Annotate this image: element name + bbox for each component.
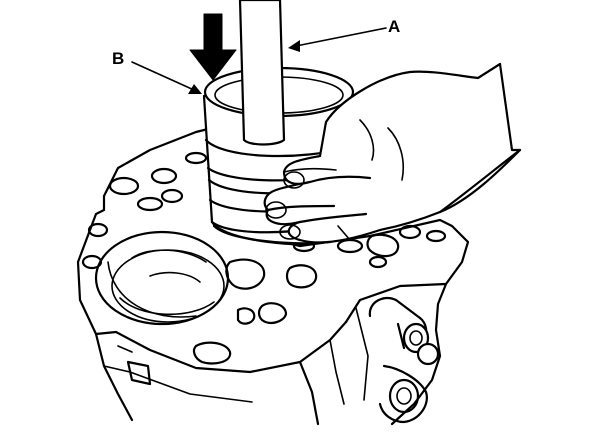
cylinder-bore — [94, 230, 230, 326]
hand — [263, 62, 522, 244]
callout-a-label: A — [388, 17, 400, 36]
bolt-boss — [355, 296, 440, 424]
down-arrow-icon — [189, 13, 237, 81]
hammer-handle — [238, 0, 286, 146]
callout-b: B — [112, 49, 202, 94]
callout-b-label: B — [112, 49, 124, 68]
engine-block — [76, 124, 470, 426]
callout-a: A — [288, 17, 400, 52]
